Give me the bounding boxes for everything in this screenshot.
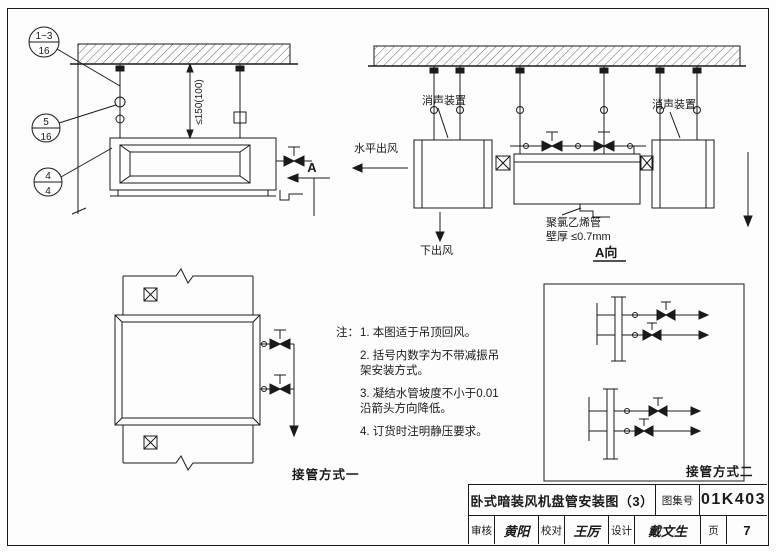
drawing-title: 卧式暗装风机盘管安装图（3） — [469, 485, 656, 515]
valve-and-trap — [276, 146, 312, 201]
callout1-bottom-text: 16 — [38, 46, 50, 57]
plan-view-drawing — [114, 268, 299, 471]
silencer-right-box — [651, 139, 715, 209]
air-outlet-arrows — [351, 163, 445, 243]
ceiling-slab — [368, 45, 746, 67]
a-view-drawing: 消声装置 消声装置 水平出风 下出风 聚氯乙烯管 壁厚 ≤0.7mm A向 — [351, 45, 753, 262]
side-piping — [260, 329, 299, 438]
pvc-pipe-label-line2: 壁厚 ≤0.7mm — [546, 229, 611, 243]
ceiling-gap-dimension: ≤150(100) — [194, 79, 205, 125]
page-label: 页 — [701, 516, 727, 544]
callout1-top-text: 1~3 — [36, 31, 53, 42]
section-line-right — [743, 152, 753, 228]
check-signature: 王厉 — [565, 516, 609, 544]
callout2-bottom-text: 16 — [40, 132, 52, 143]
callout3-top-text: 4 — [45, 171, 51, 182]
fan-coil-unit-section — [109, 137, 277, 197]
section-mark-a — [286, 173, 330, 216]
piping-and-valves — [510, 131, 646, 154]
atlas-number-label: 图集号 — [656, 485, 700, 515]
page-number: 7 — [743, 522, 751, 538]
ceiling-gap-dimension-line — [186, 62, 194, 140]
callout3-bottom-text: 4 — [45, 186, 51, 197]
pvc-pipe-label-line1: 聚氯乙烯管 — [546, 215, 601, 229]
silencer-left-label: 消声装置 — [422, 93, 466, 107]
design-signature: 戴文生 — [635, 516, 701, 544]
note-item-1: 1. 本图适于吊顶回风。 — [360, 327, 477, 339]
detail-box-border — [543, 283, 745, 482]
design-label: 设计 — [609, 516, 635, 544]
note-item-4: 4. 订货时注明静压要求。 — [360, 425, 488, 438]
section-letter-a: A — [307, 160, 317, 175]
review-signature: 黄阳 — [495, 516, 539, 544]
note-item-2: 2. 括号内数字为不带减振吊架安装方式。 — [360, 349, 500, 378]
title-block: 卧式暗装风机盘管安装图（3） 图集号 01K403 审核 黄阳 校对 王厉 设计… — [468, 484, 767, 544]
review-label: 审核 — [469, 516, 495, 544]
title-block-row-2: 审核 黄阳 校对 王厉 设计 戴文生 页 7 — [469, 516, 767, 544]
piping-diagram-bottom — [588, 388, 702, 460]
section-view-drawing: 1~3 16 5 16 4 4 ≤150(100) A — [28, 26, 330, 216]
label-leader-lines — [437, 107, 681, 139]
title-block-row-1: 卧式暗装风机盘管安装图（3） 图集号 01K403 — [469, 485, 767, 516]
horizontal-outlet-label: 水平出风 — [354, 141, 398, 155]
hanger-rod-left — [114, 64, 126, 138]
bottom-outlet-label: 下出风 — [420, 243, 453, 257]
notes-block: 注： 1. 本图适于吊顶回风。 2. 括号内数字为不带减振吊架安装方式。 3. … — [336, 326, 508, 447]
condensate-trap — [561, 204, 610, 218]
supply-duct-bottom — [122, 425, 254, 471]
sheet-border — [7, 8, 769, 546]
wall-line — [71, 44, 87, 215]
fan-coil-unit-aview — [513, 153, 641, 205]
piping-diagram-top — [596, 296, 710, 362]
return-duct-top — [122, 268, 254, 315]
notes-list: 1. 本图适于吊顶回风。 2. 括号内数字为不带减振吊架安装方式。 3. 凝结水… — [360, 326, 508, 447]
hanger-rod-right — [233, 64, 247, 138]
unit-plan — [114, 314, 261, 426]
callout2-top-text: 5 — [43, 117, 49, 128]
silencer-left-box — [413, 139, 493, 209]
note-item-3: 3. 凝结水管坡度不小于0.01 沿箭头方向降低。 — [360, 387, 499, 416]
atlas-number: 01K403 — [700, 491, 767, 508]
hanger-rods — [429, 66, 702, 154]
callout-hanger — [28, 26, 121, 87]
notes-label: 注： — [336, 327, 359, 339]
piping-detail-drawing — [543, 283, 745, 482]
silencer-right-label: 消声装置 — [652, 97, 696, 111]
callout-isolator — [31, 104, 117, 143]
check-label: 校对 — [539, 516, 565, 544]
ceiling-slab — [70, 43, 298, 65]
caption-method-one: 接管方式一 — [292, 468, 360, 482]
caption-method-two: 接管方式二 — [686, 465, 754, 479]
flexible-joints — [495, 155, 654, 171]
view-a-label: A向 — [595, 245, 617, 260]
callout-bracket — [33, 147, 113, 197]
